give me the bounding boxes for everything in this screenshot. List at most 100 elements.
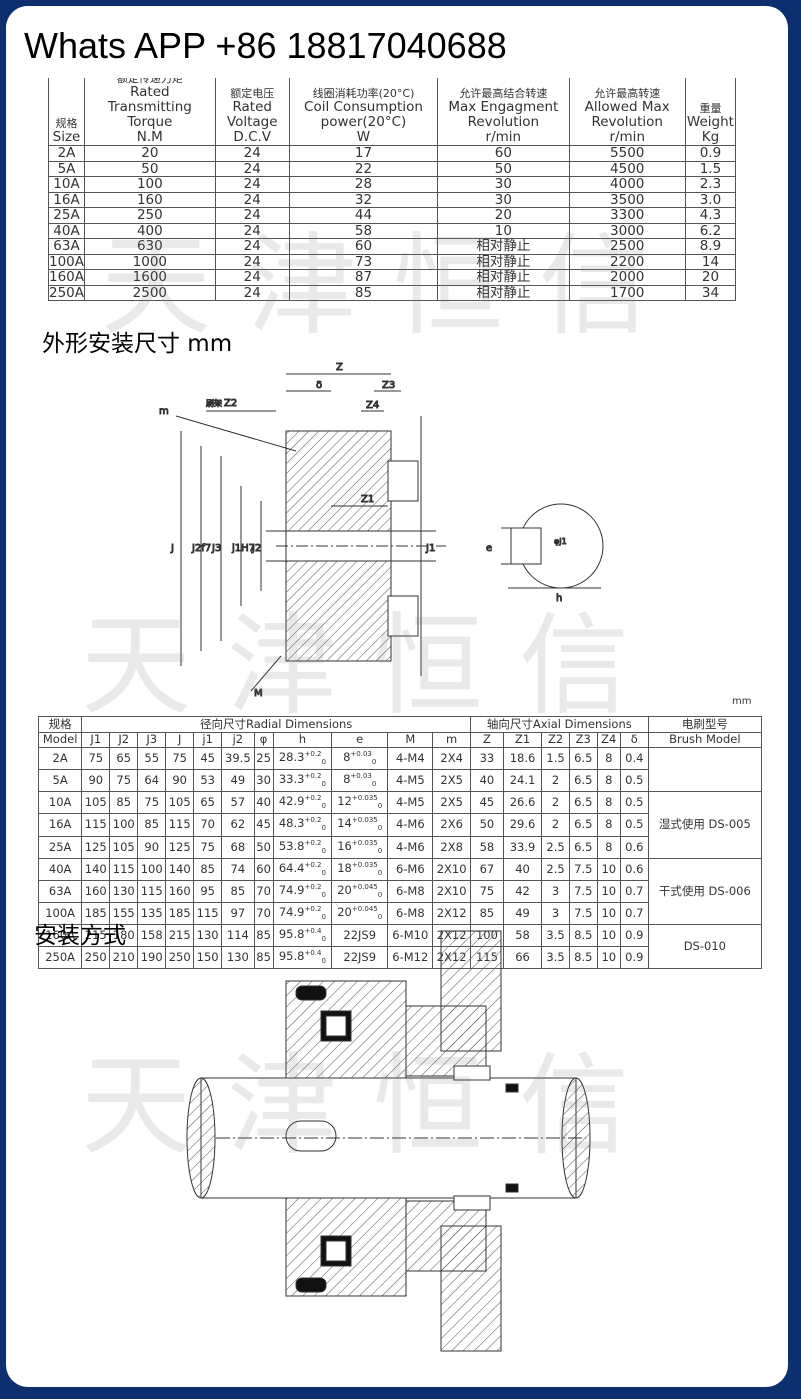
dim-cell-value: 3.5 [546,928,565,943]
dim-cell-value: 250 [168,950,191,965]
dim-cell-value: 33.9 [509,839,536,854]
dim-cell-value: 8 [343,771,351,786]
dim-cell-value: 6.5 [574,795,593,810]
spec-cell: 10 [437,222,570,239]
tolerance-upper: +0.2 [304,816,322,825]
dim-cell-value: 74.9 [278,882,305,897]
dim-cell: 2.5 [541,857,570,881]
dim-cell-value: 140 [168,861,191,876]
dim-cell-value: 6.5 [574,817,593,832]
dim-cell: 125 [81,835,111,859]
dim-cell: 115 [109,857,139,881]
dim-cell: 185 [165,901,195,926]
tolerance-lower: 0 [377,890,383,899]
dim-cell: 160 [165,879,195,903]
dim-cell: 64.4+0.20 [272,857,333,881]
dim-cell-value: 85 [256,950,271,965]
dim-cell-value: 90 [172,773,187,788]
spec-cell: 44 [288,207,439,224]
dim-cell-value: 6.5 [574,773,593,788]
dim-cell: 10 [596,879,621,903]
dim-cell: 135 [137,901,167,926]
dim-cell: 190 [137,946,167,970]
dim-label: Z3 [382,380,395,391]
dim-cell-value: 100 [112,817,135,832]
dim-model-cell: 250A [37,946,83,970]
dim-cell-value: 115 [112,861,135,876]
dim-cell-value: 20 [337,904,352,919]
dim-cell: 2X5 [432,769,471,793]
dim-cell: 160 [81,879,111,903]
dim-cell: 66 [502,946,543,970]
dim-col-header: J1 [81,731,111,748]
dim-cell-value: 30 [256,773,271,788]
spec-cell: 2500 [84,284,216,301]
dim-cell: 22JS9 [331,946,389,970]
spec-cell: 160 [84,191,216,208]
spec-cell: 2.3 [684,176,737,193]
dim-label: Z2 [224,398,237,409]
dim-cell-value: 3 [551,883,560,898]
dim-model-cell: 40A [37,857,83,881]
dim-cell: 7.5 [568,879,598,903]
dim-cell-value: 130 [196,928,219,943]
dim-cell: 95.8+0.40 [272,946,333,970]
spec-cell: 相对静止 [437,238,570,255]
dim-cell: 250 [165,946,195,970]
dim-label: J2 [251,543,261,554]
dim-model-cell: 100A [37,901,83,926]
dim-label: J3 [211,543,221,554]
dim-label: j1H7 [231,543,255,554]
dim-cell-value: 20 [337,882,352,897]
section-title-installation: 安装方式 [34,923,126,949]
dim-label: J2f7 [191,543,211,554]
dim-cell-value: 150 [196,950,219,965]
dim-cell-value: 85 [256,928,271,943]
dim-cell: 6.5 [568,769,598,793]
dim-cell-value: 40 [515,861,530,876]
dim-cell-value: 7.5 [574,883,593,898]
dim-cell: 4-M5 [387,791,434,815]
dim-cell-value: 0.6 [625,839,644,854]
radial-header: 径向尺寸Radial Dimensions [81,716,471,733]
dim-cell: 8 [596,791,621,815]
dim-cell-value: 22JS9 [343,950,377,965]
dim-cell-value: 18.6 [509,751,536,766]
dim-cell: 6.5 [568,835,598,859]
dim-cell-value: 75 [200,839,215,854]
tolerance-upper: +0.045 [351,904,378,913]
dim-cell: 90 [165,769,195,793]
dim-label: φJ1 [554,537,567,546]
dim-cell: 7.5 [568,901,598,926]
tolerance-lower: 0 [377,868,383,877]
dim-cell-value: 8 [605,795,613,810]
dim-cell: 115 [81,813,111,837]
dim-cell: 6.5 [568,791,598,815]
spec-cell: 24 [214,253,290,270]
dim-col-header: Z [469,731,504,748]
dim-cell: 30 [253,769,274,793]
spec-cell: 4500 [568,160,686,177]
dim-cell-value: 58 [515,928,530,943]
tolerance-lower: 0 [321,780,326,789]
dim-cell-value: 125 [168,839,191,854]
spec-cell: 22 [288,160,439,177]
dim-col-header: Z2 [541,731,570,748]
dim-cell: 6-M8 [387,879,434,903]
dim-cell: 3 [541,879,570,903]
dim-cell-value: 12 [337,794,352,809]
dim-cell-value: 2X8 [440,839,463,854]
dim-cell: 8+0.030 [331,746,389,771]
dim-cell: 75 [137,791,167,815]
dim-cell-value: 2X12 [436,905,467,920]
dim-cell: 14+0.0350 [331,813,389,837]
dim-cell-value: 85 [144,817,160,832]
